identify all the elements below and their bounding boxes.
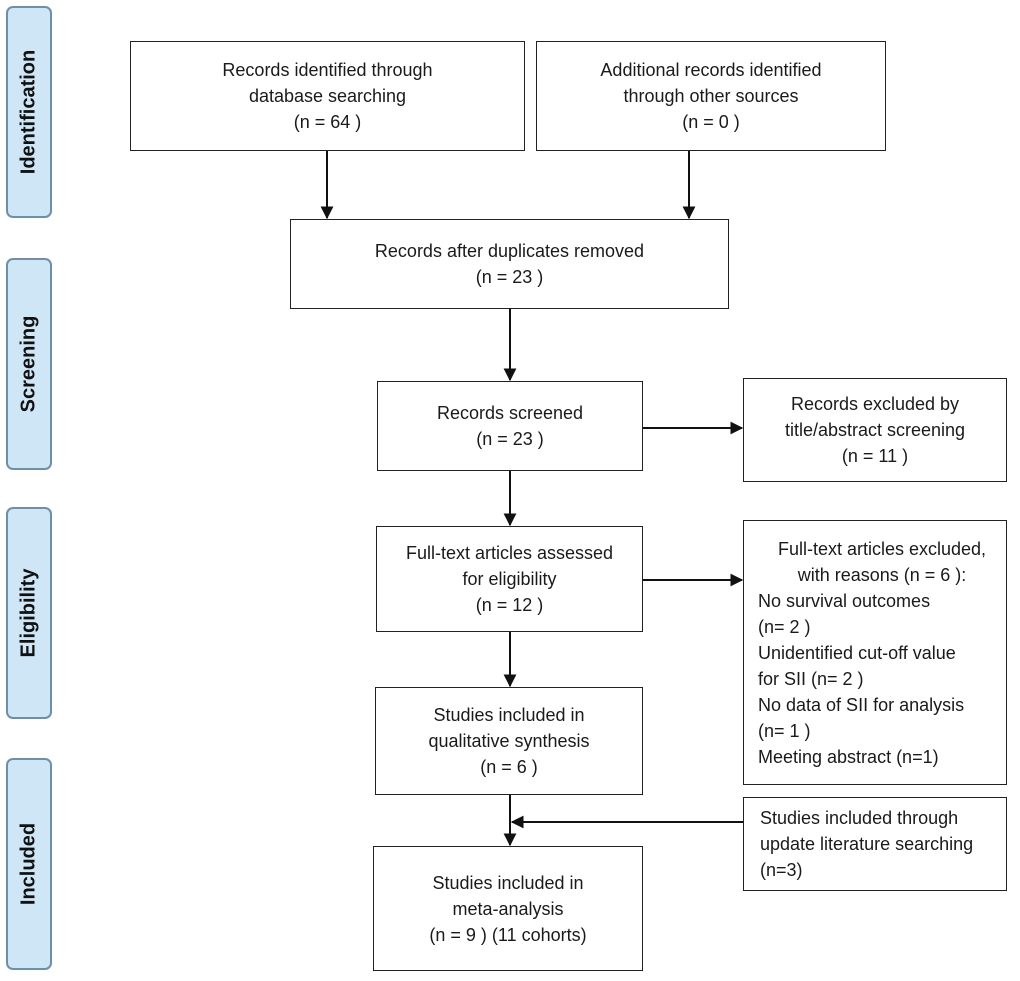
box-qualitative-line-2: qualitative synthesis [428, 731, 590, 751]
exclusion-reason: Unidentified cut-off value [758, 642, 956, 663]
box-fulltext-count: (n = 12 ) [475, 595, 544, 615]
phase-eligibility: Eligibility [6, 507, 52, 719]
phase-included: Included [6, 758, 52, 970]
box-meta-analysis: Studies included in meta-analysis (n = 9… [373, 846, 643, 971]
box-database-line-2: database searching [248, 86, 407, 106]
box-qualitative-line-1: Studies included in [433, 705, 585, 725]
box-duplicates-removed: Records after duplicates removed (n = 23… [290, 219, 729, 309]
box-duplicates-count: (n = 23 ) [475, 267, 544, 287]
box-database-line-1: Records identified through [222, 60, 433, 80]
box-fulltext-line-2: for eligibility [462, 569, 557, 589]
box-fulltext-excluded-heading-1: Full-text articles excluded, [777, 538, 987, 559]
box-meta-count: (n = 9 ) (11 cohorts) [429, 924, 587, 945]
exclusion-reason: No data of SII for analysis [758, 694, 965, 715]
box-meta-line-2: meta-analysis [452, 898, 564, 919]
box-fulltext-line-1: Full-text articles assessed [405, 543, 614, 563]
box-other-sources: Additional records identified through ot… [536, 41, 886, 151]
exclusion-reason: Meeting abstract (n=1) [758, 746, 939, 767]
box-fulltext-assessed: Full-text articles assessed for eligibil… [376, 526, 643, 632]
box-other-count: (n = 0 ) [682, 112, 740, 132]
phase-identification: Identification [6, 6, 52, 218]
box-qualitative-count: (n = 6 ) [480, 757, 538, 777]
exclusion-reason-count: for SII (n= 2 ) [758, 668, 864, 689]
exclusion-reason-count: (n= 2 ) [758, 616, 811, 637]
box-excluded-title-line-2: title/abstract screening [784, 420, 966, 440]
box-fulltext-excluded: Full-text articles excluded, with reason… [743, 520, 1007, 785]
box-duplicates-line-1: Records after duplicates removed [374, 241, 645, 261]
box-qualitative-synthesis: Studies included in qualitative synthesi… [375, 687, 643, 795]
box-other-line-2: through other sources [623, 86, 799, 106]
box-other-line-1: Additional records identified [600, 60, 822, 80]
exclusion-reason-count: (n= 1 ) [758, 720, 811, 741]
box-excluded-title-count: (n = 11 ) [841, 446, 909, 466]
box-screened-count: (n = 23 ) [476, 429, 544, 449]
box-excluded-title-abstract: Records excluded by title/abstract scree… [743, 378, 1007, 482]
box-database-search: Records identified through database sear… [130, 41, 525, 151]
box-update-count: (n=3) [760, 860, 803, 880]
box-records-screened: Records screened (n = 23 ) [377, 381, 643, 471]
exclusion-reason: No survival outcomes [758, 590, 931, 611]
box-excluded-title-line-1: Records excluded by [790, 394, 960, 414]
box-fulltext-excluded-heading-2: with reasons (n = 6 ): [797, 564, 967, 585]
box-update-line-2: update literature searching [760, 834, 974, 854]
box-meta-line-1: Studies included in [432, 872, 584, 893]
box-screened-line-1: Records screened [436, 403, 584, 423]
box-database-count: (n = 64 ) [293, 112, 362, 132]
box-update-search: Studies included through update literatu… [743, 797, 1007, 891]
box-update-line-1: Studies included through [760, 808, 959, 828]
phase-screening: Screening [6, 258, 52, 470]
